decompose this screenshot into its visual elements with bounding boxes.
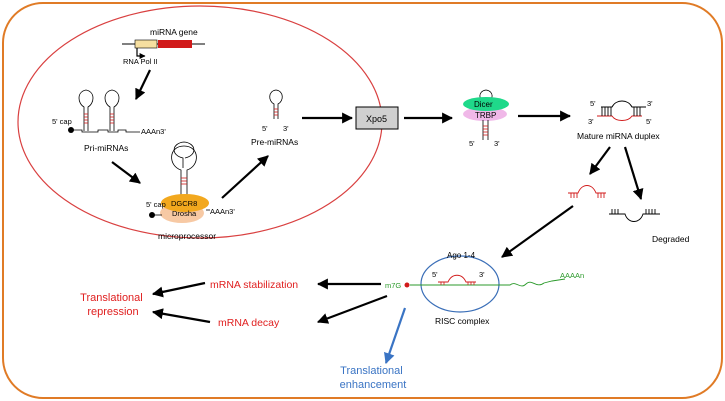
microprocessor-cap-label: 5' cap [146,200,166,209]
pre-3-label: 3' [283,124,289,133]
mrna-decay-label: mRNA decay [218,317,280,329]
trbp-label: TRBP [475,111,496,120]
pri-mirna-hairpins [68,89,140,133]
translational-repression-label: Translational repression [80,292,146,318]
m7g-label: m7G [385,281,401,290]
xpo5-box [355,106,399,130]
xpo5-label: Xpo5 [366,114,387,124]
pre-mirnas-label: Pre-miRNAs [251,137,298,147]
pre-5-label: 5' [262,124,268,133]
arrow-duplex-to-passenger [623,146,644,201]
pre-mirna-hairpin [269,89,283,119]
arrow-risc-to-decay [316,294,388,324]
dicer-complex [463,89,509,140]
mrna-stabilization-label: mRNA stabilization [210,279,298,291]
drosha-label: Drosha [172,209,197,218]
guide-strand [568,185,606,198]
duplex-5a-label: 5' [590,99,596,108]
poly-a-tail-label: AAAAn [560,271,584,280]
microprocessor-label: microprocessor [158,231,216,241]
pri-cap-label: 5' cap [52,117,72,126]
duplex-3a-label: 3' [647,99,653,108]
arrow-microprocessor-to-pre [221,155,269,199]
arrow-stabilization-to-repression [151,281,206,298]
degraded-label: Degraded [652,234,690,244]
risc-ellipse [420,255,500,313]
microprocessor-poly-a-label: AAAn3' [210,207,235,216]
arrow-risc-to-enhancement [384,307,407,365]
arrow-decay-to-repression [151,308,211,324]
risc-5-label: 5' [432,270,438,279]
translational-enhancement-label: Translational enhancement [340,365,407,391]
arrow-duplex-to-guide [589,146,611,175]
mirna-gene-label: miRNA gene [150,27,198,37]
arrow-gene-to-pri [135,69,151,100]
mature-duplex-label: Mature miRNA duplex [577,131,660,141]
mirna-gene [122,39,205,59]
dicer-3-label: 3' [494,139,500,148]
dicer-label: Dicer [474,100,493,109]
duplex-5b-label: 5' [646,117,652,126]
dgcr8-label: DGCR8 [171,199,197,208]
mature-duplex [597,100,646,121]
dicer-5-label: 5' [469,139,475,148]
microprocessor-complex [149,141,210,223]
duplex-3b-label: 3' [588,117,594,126]
pri-poly-a-label: AAAn3' [141,127,166,136]
risc-3-label: 3' [479,270,485,279]
arrow-guide-to-risc [501,205,574,258]
rna-pol-label: RNA Pol II [123,57,158,66]
arrow-pri-to-microprocessor [111,161,141,184]
target-mrna [404,274,566,288]
passenger-strand [609,209,660,222]
risc-complex-label: RISC complex [435,316,490,326]
pri-mirnas-label: Pri-miRNAs [84,143,128,153]
ago-label: Ago 1-4 [447,251,476,260]
